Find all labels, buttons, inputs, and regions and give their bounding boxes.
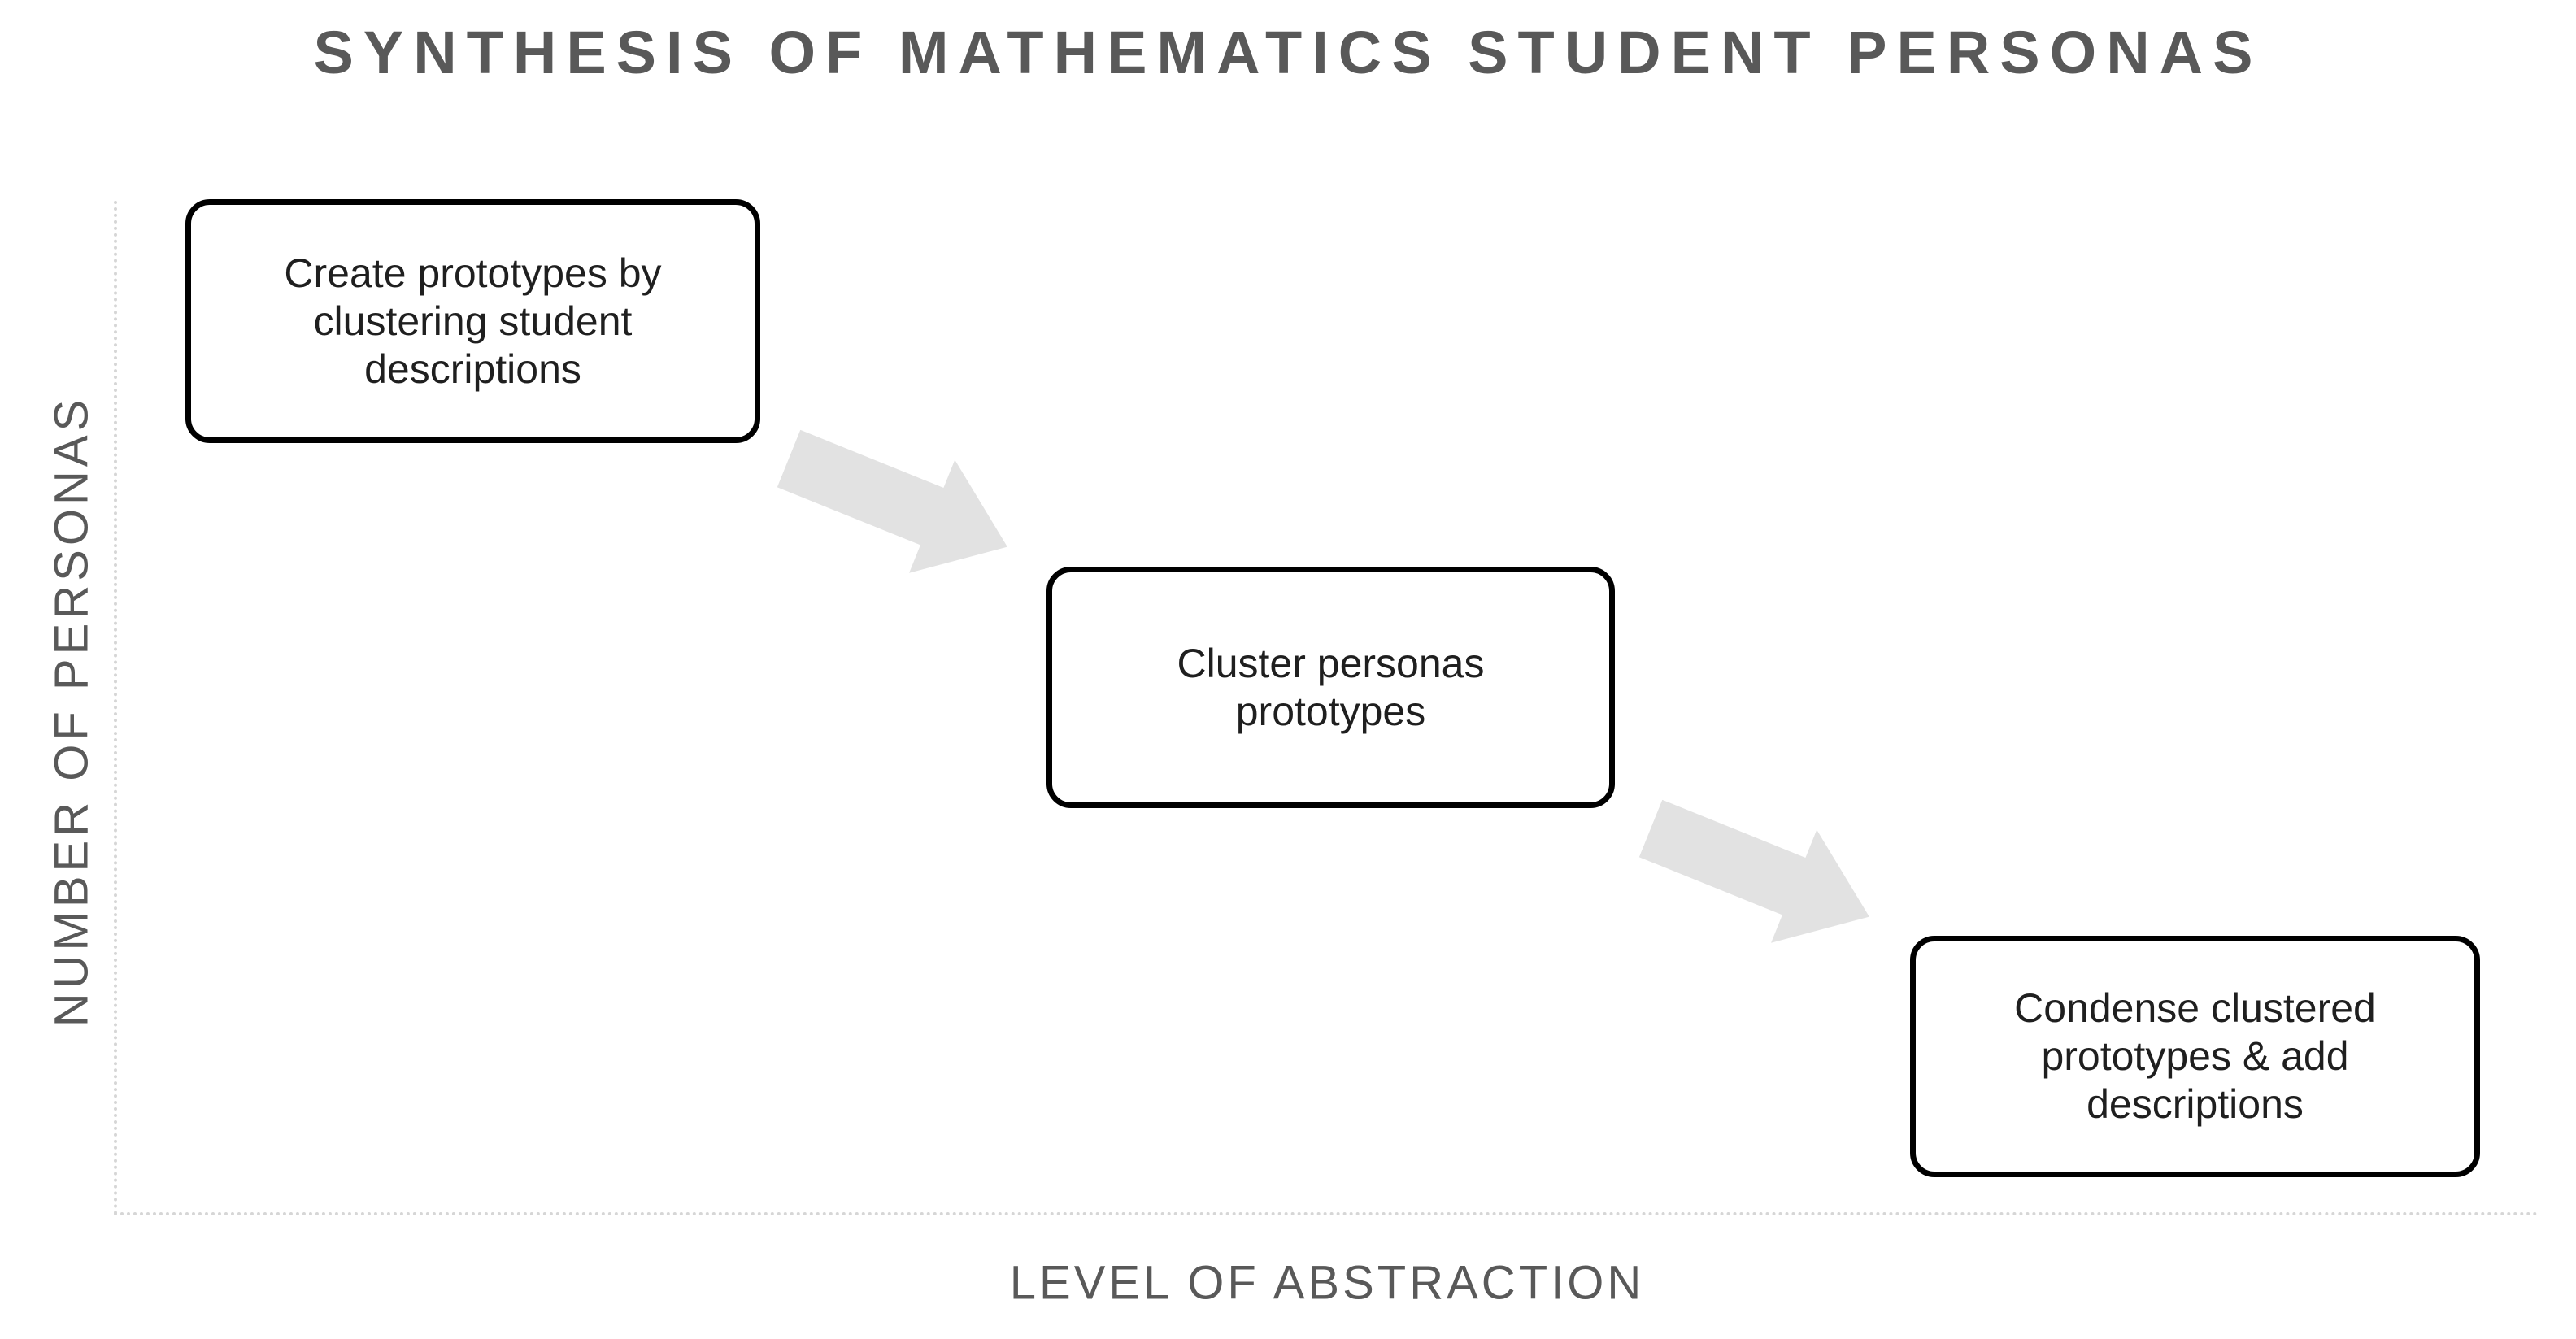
step-box-label: Cluster personas prototypes [1177,640,1485,734]
step-box-label: Create prototypes by clustering student … [284,250,662,392]
axes-frame [114,201,2539,1215]
x-axis-label: LEVEL OF ABSTRACTION [1009,1256,1645,1310]
y-axis-label: NUMBER OF PERSONAS [45,395,98,1028]
step-box-cluster-personas: Cluster personas prototypes [1046,567,1615,808]
diagram-title: SYNTHESIS OF MATHEMATICS STUDENT PERSONA… [313,19,2263,86]
down-right-block-arrow-icon [1638,799,1869,943]
step-box-label: Condense clustered prototypes & add desc… [2014,985,2376,1127]
step-box-create-prototypes: Create prototypes by clustering student … [185,199,760,443]
step-box-condense-prototypes: Condense clustered prototypes & add desc… [1910,936,2480,1177]
down-right-block-arrow-icon [777,429,1007,573]
